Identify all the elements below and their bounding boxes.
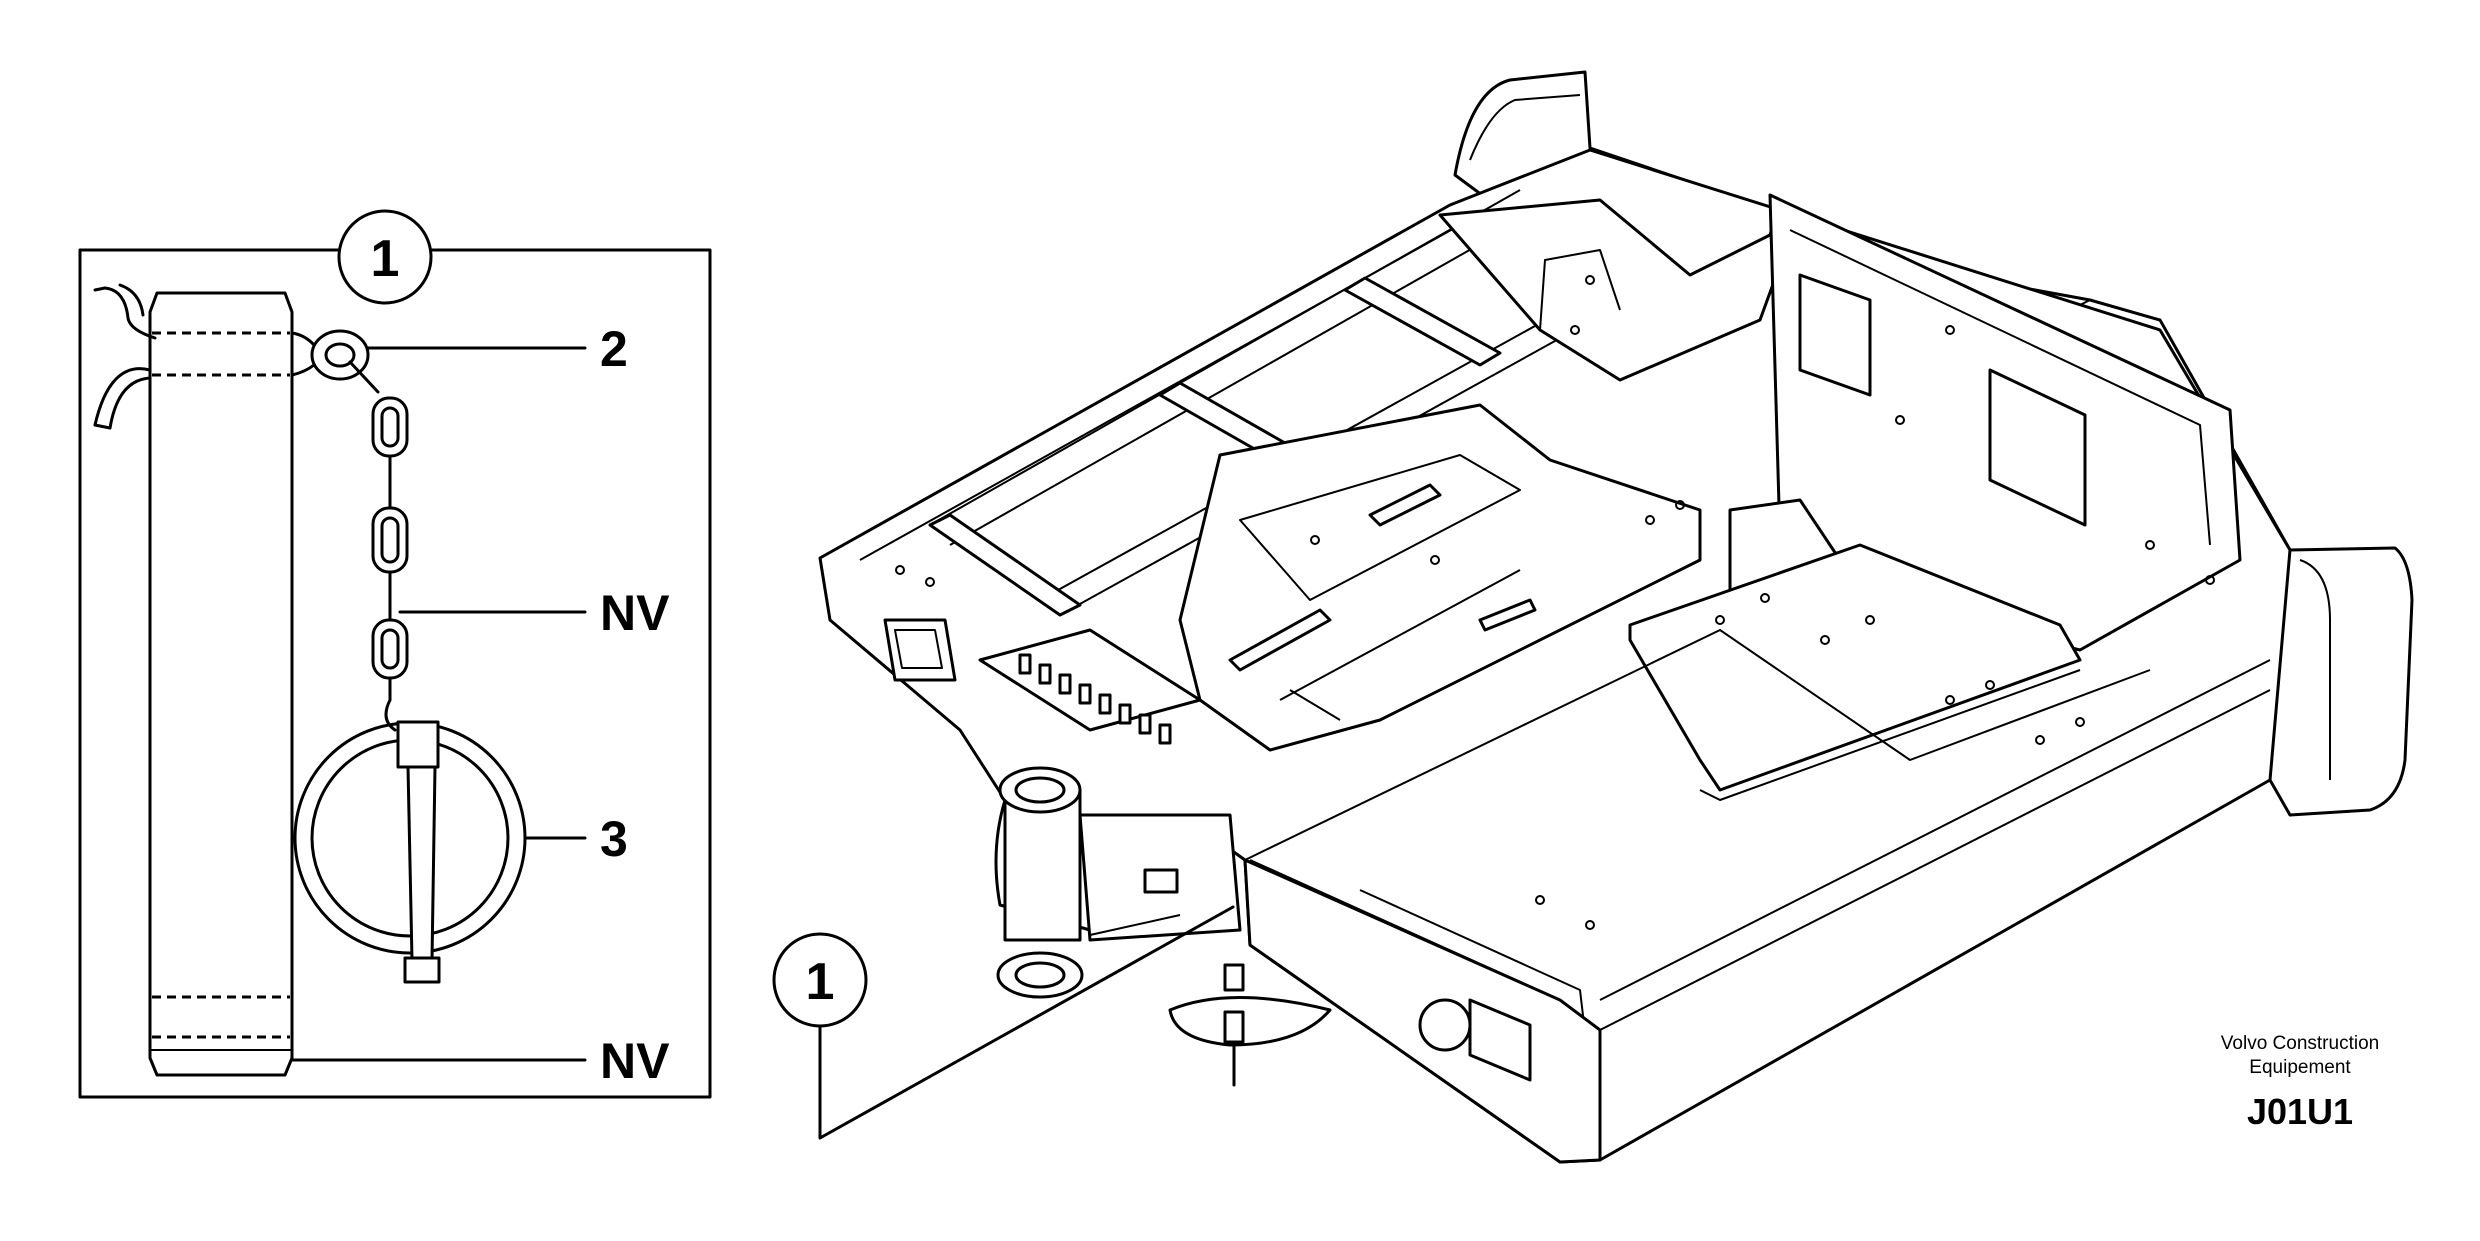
main-callout-number: 1 [806,953,835,1011]
label-nv-pin: NV [600,1033,670,1089]
maker-line-1: Volvo Construction [2221,1033,2379,1054]
bolt-holes [895,275,2215,930]
label-nv-chain: NV [600,585,670,641]
chain-drawing [348,360,409,732]
main-callout-leader [818,905,1235,1140]
undercarriage-frame-drawing: 1 [772,70,2414,1164]
slot-rack [1018,653,1172,745]
main-callout-bubble [772,932,868,1028]
ring-drawing [293,720,527,984]
detail-inset: 1 2 NV 3 NV [78,209,712,1099]
detail-frame [78,248,712,1099]
pin-drawing [93,283,370,1077]
label-2: 2 [600,321,628,377]
label-3: 3 [600,811,628,867]
maker-caption: Volvo Construction Equipement J01U1 [2221,1033,2379,1132]
maker-line-2: Equipement [2249,1057,2351,1078]
detail-callout-bubble [337,209,433,305]
drawing-code: J01U1 [2247,1091,2353,1132]
detail-callout-number: 1 [371,230,400,288]
